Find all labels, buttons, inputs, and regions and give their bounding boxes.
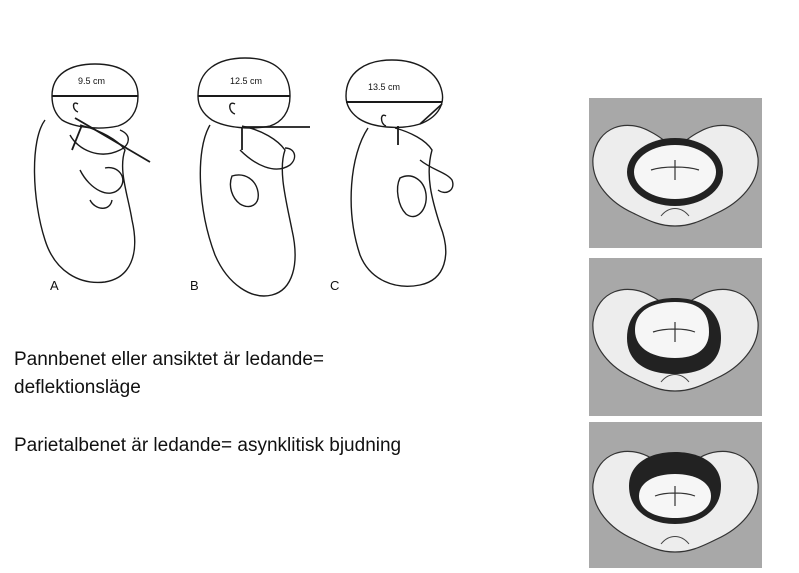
figure-a-arm <box>69 129 129 155</box>
caption-asynclitic: Parietalbenet är ledande= asynklitisk bj… <box>14 435 402 456</box>
figure-b-head <box>197 57 291 129</box>
figure-c-foot <box>396 175 427 218</box>
figure-a-body <box>33 119 136 284</box>
figure-a <box>33 63 151 284</box>
figure-c-measurement: 13.5 cm <box>368 82 400 92</box>
figure-c-head <box>345 59 444 129</box>
figure-a-measurement: 9.5 cm <box>78 76 105 86</box>
figure-b-arm <box>239 147 296 170</box>
figure-b-ear <box>229 102 236 115</box>
caption-deflection-line2: deflektionsläge <box>14 377 141 398</box>
pelvis-illustration-middle <box>592 288 759 392</box>
figure-a-chin-line-1 <box>74 117 151 163</box>
pelvis-illustration-top <box>592 124 759 227</box>
caption-deflection-line1: Pannbenet eller ansiktet är ledande= <box>14 349 325 370</box>
figure-c-line-neck <box>419 103 443 125</box>
pelvis-panel-middle <box>589 258 762 416</box>
figure-b <box>197 57 310 297</box>
figure-c-letter: C <box>330 278 339 293</box>
figure-c-arm <box>419 159 454 194</box>
figure-a-foot <box>89 199 113 209</box>
figure-c-body <box>350 127 447 287</box>
pelvis-panel-bottom <box>589 422 762 568</box>
figure-a-head <box>51 63 139 129</box>
figure-b-measurement: 12.5 cm <box>230 76 262 86</box>
figure-c-ear <box>380 114 387 127</box>
figure-a-chin-line-2 <box>71 124 83 151</box>
figure-a-ear <box>72 102 79 113</box>
pelvis-illustration-bottom <box>592 450 759 553</box>
figure-b-body <box>199 124 296 297</box>
figure-c <box>345 59 454 287</box>
figure-b-foot <box>229 174 259 208</box>
figure-a-leg <box>79 166 124 194</box>
figure-b-letter: B <box>190 278 199 293</box>
pelvis-panel-top <box>589 98 762 248</box>
fetal-figures: 9.5 cm A 12.5 cm B 13.5 cm C <box>33 57 454 297</box>
figure-a-letter: A <box>50 278 59 293</box>
